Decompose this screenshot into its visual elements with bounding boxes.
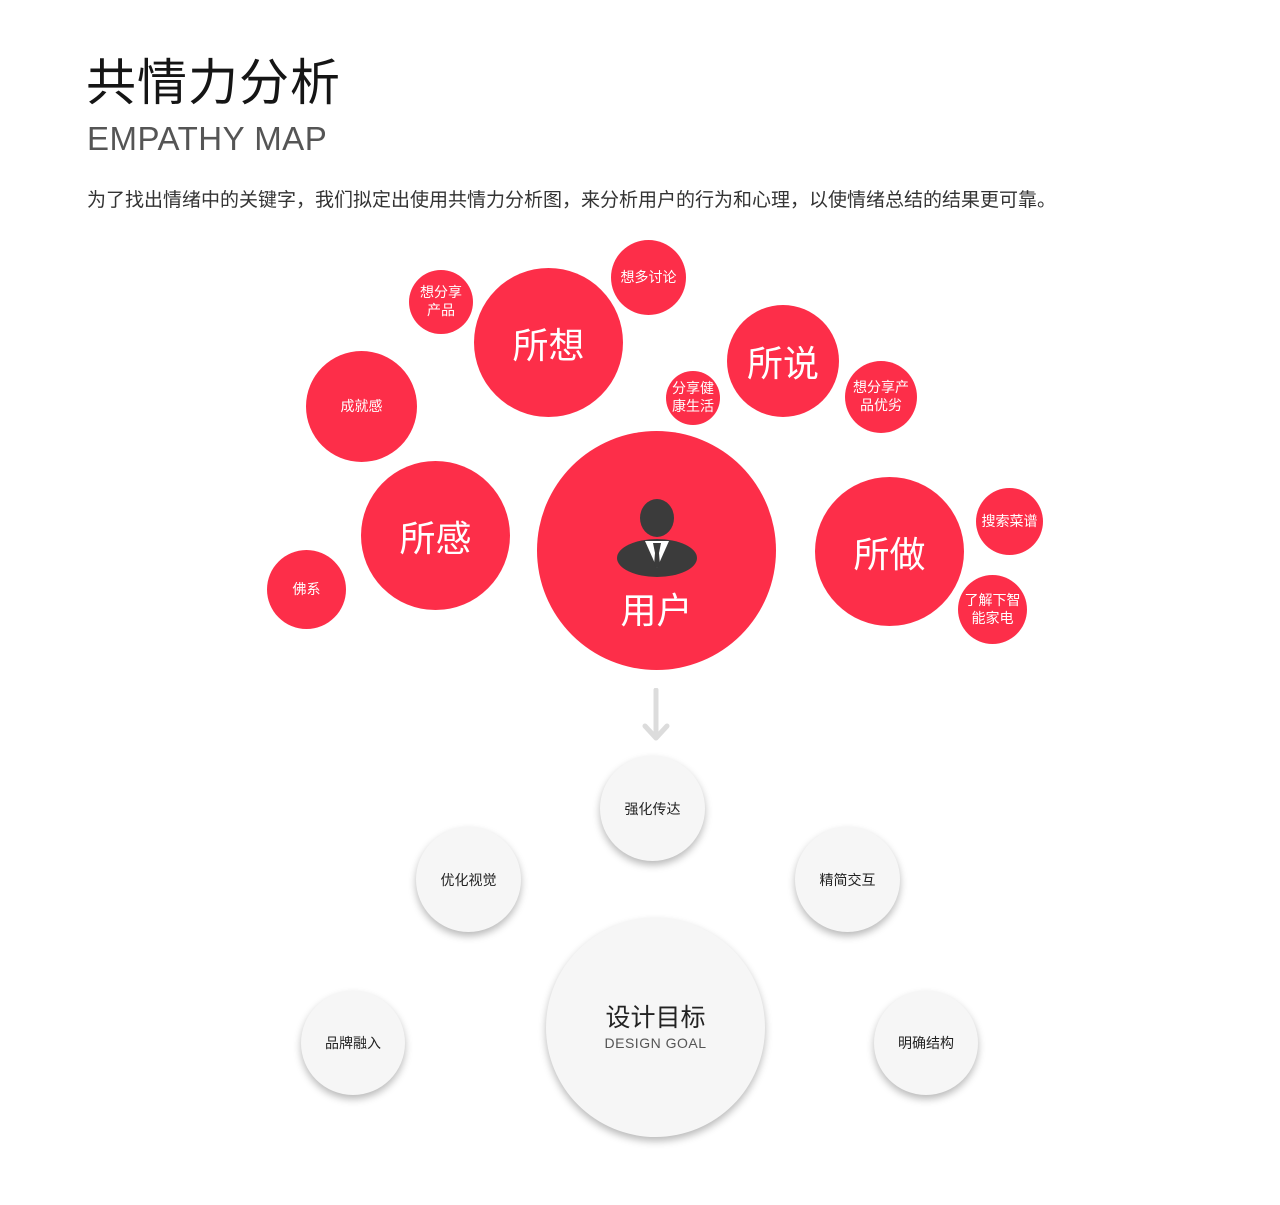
bubble-learn-smart-appliances: 了解下智能家电 xyxy=(958,575,1027,644)
goal-simplify-interaction: 精简交互 xyxy=(795,827,900,932)
bubble-user: 用户 xyxy=(537,431,776,670)
bubble-think: 所想 xyxy=(474,268,623,417)
goal-label: 明确结构 xyxy=(898,1036,954,1052)
bubble-laid-back: 佛系 xyxy=(267,550,346,629)
bubble-share-healthy-life: 分享健康生活 xyxy=(666,371,720,425)
bubble-label: 所感 xyxy=(399,518,472,560)
bubble-achievement: 成就感 xyxy=(306,351,417,462)
bubble-label: 想多讨论 xyxy=(620,269,677,286)
goal-center: 设计目标 DESIGN GOAL xyxy=(546,918,765,1137)
bubble-label: 所说 xyxy=(746,344,819,385)
goal-label: 强化传达 xyxy=(624,801,681,818)
page-subtitle: EMPATHY MAP xyxy=(87,120,328,157)
goal-center-title: 设计目标 xyxy=(605,1003,706,1033)
bubble-want-discuss: 想多讨论 xyxy=(611,240,686,315)
bubble-share-product-pros-cons: 想分享产品优劣 xyxy=(845,361,917,433)
bubble-label: 所做 xyxy=(853,534,926,576)
bubble-search-recipes: 搜索菜谱 xyxy=(976,488,1043,555)
bubble-label: 想分享产品优劣 xyxy=(853,380,909,414)
bubble-label: 用户 xyxy=(620,590,693,632)
bubble-label: 了解下智能家电 xyxy=(964,592,1021,627)
goal-center-subtitle: DESIGN GOAL xyxy=(604,1034,707,1051)
goal-clear-structure: 明确结构 xyxy=(874,991,978,1095)
arrow-down-icon xyxy=(642,688,670,741)
goal-brand-integration: 品牌融入 xyxy=(301,991,405,1095)
bubble-do: 所做 xyxy=(815,477,964,626)
page-description: 为了找出情绪中的关键字，我们拟定出使用共情力分析图，来分析用户的行为和心理，以使… xyxy=(87,189,1057,211)
bubble-label: 所想 xyxy=(512,325,585,367)
bubble-label: 想分享产品 xyxy=(420,285,462,319)
bubble-say: 所说 xyxy=(727,305,839,417)
bubble-want-share-product: 想分享产品 xyxy=(409,270,473,334)
bubble-label: 成就感 xyxy=(340,398,383,415)
goal-strengthen-communication: 强化传达 xyxy=(600,756,705,861)
bubble-feel: 所感 xyxy=(361,461,510,610)
user-avatar-icon xyxy=(616,498,697,577)
bubble-label: 分享健康生活 xyxy=(672,381,714,415)
page-title: 共情力分析 xyxy=(86,54,341,112)
goal-label: 优化视觉 xyxy=(440,872,497,889)
bubble-label: 佛系 xyxy=(292,581,321,598)
goal-optimize-visual: 优化视觉 xyxy=(416,827,521,932)
bubble-label: 搜索菜谱 xyxy=(981,513,1038,530)
goal-label: 精简交互 xyxy=(819,872,876,889)
goal-label: 品牌融入 xyxy=(325,1036,381,1052)
